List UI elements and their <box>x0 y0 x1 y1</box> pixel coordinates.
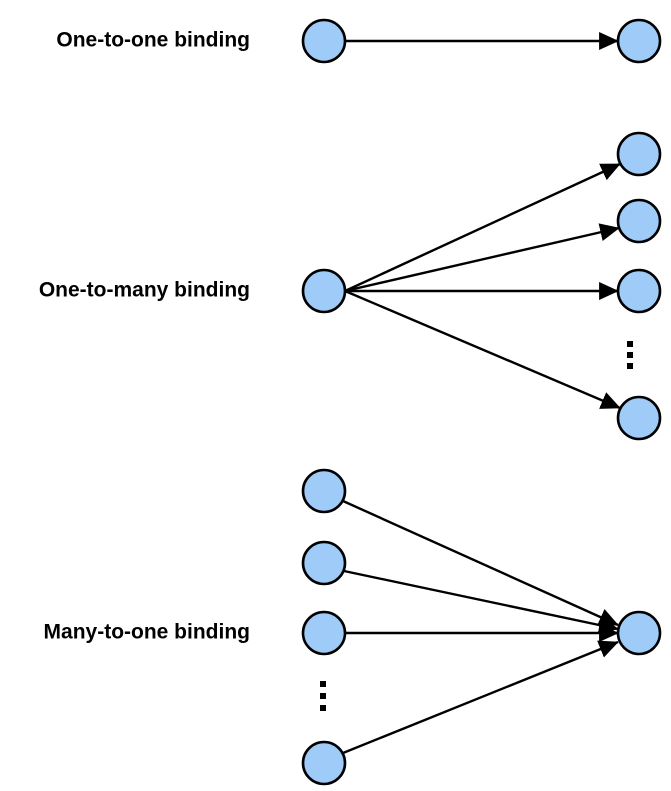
row-one-to-one: One-to-one binding <box>56 18 662 64</box>
edge-arrow <box>344 162 621 293</box>
row-label-one-to-many: One-to-many binding <box>39 279 250 302</box>
nodes-one-to-one <box>301 18 662 64</box>
source-node[interactable] <box>301 540 347 586</box>
source-node[interactable] <box>301 740 347 786</box>
edge-arrow <box>344 223 620 293</box>
ellipsis-dot <box>627 341 633 347</box>
target-node[interactable] <box>616 198 662 244</box>
vertical-ellipsis-icon <box>627 341 633 369</box>
row-one-to-many: One-to-many binding <box>39 131 662 441</box>
edge-arrow <box>342 499 619 627</box>
row-many-to-one: Many-to-one binding <box>44 468 662 786</box>
nodes-one-to-many <box>301 131 662 441</box>
vertical-ellipsis-icon <box>320 681 326 711</box>
row-label-one-to-one: One-to-one binding <box>56 29 250 52</box>
ellipsis-dot <box>627 352 633 358</box>
source-node[interactable] <box>301 268 347 314</box>
row-label-many-to-one: Many-to-one binding <box>44 621 250 644</box>
source-node[interactable] <box>301 18 347 64</box>
source-node[interactable] <box>301 468 347 514</box>
edge-arrow <box>344 289 621 410</box>
ellipsis-dot <box>320 705 326 711</box>
edge-arrow <box>343 569 619 634</box>
target-node[interactable] <box>616 610 662 656</box>
ellipsis-dot <box>320 693 326 699</box>
target-node[interactable] <box>616 268 662 314</box>
edges-many-to-one <box>342 499 619 755</box>
edge-arrow <box>342 640 619 755</box>
ellipsis-dot <box>627 363 633 369</box>
target-node[interactable] <box>616 395 662 441</box>
source-node[interactable] <box>301 610 347 656</box>
target-node[interactable] <box>616 18 662 64</box>
nodes-many-to-one <box>301 468 662 786</box>
ellipsis-dot <box>320 681 326 687</box>
edges-one-to-many <box>344 162 621 410</box>
target-node[interactable] <box>616 131 662 177</box>
